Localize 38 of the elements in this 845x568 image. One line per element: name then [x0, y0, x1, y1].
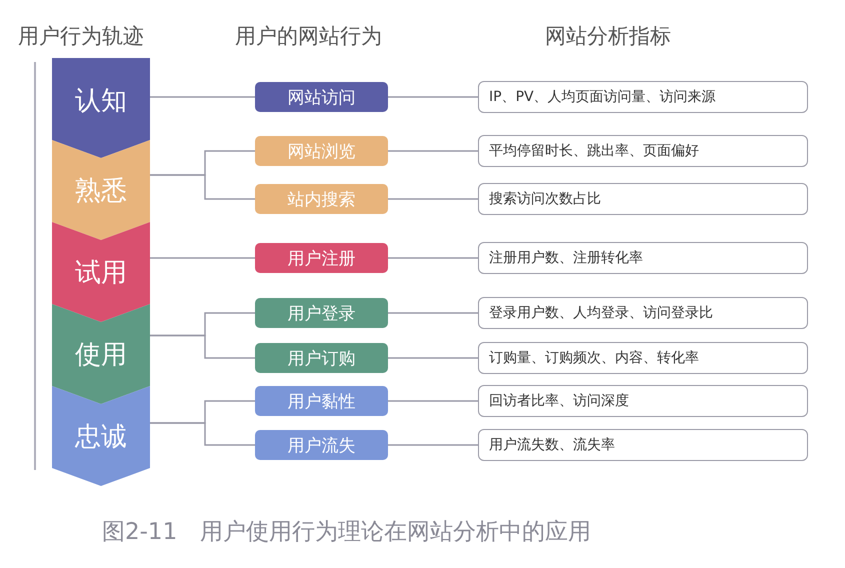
behavior-box: 站内搜索	[255, 184, 388, 214]
connector-line	[388, 150, 478, 152]
figure-caption: 图2-11 用户使用行为理论在网站分析中的应用	[102, 518, 592, 547]
connector-line	[150, 422, 255, 446]
connector-line	[388, 357, 478, 359]
stage-block: 忠诚	[52, 386, 150, 486]
metric-box: 注册用户数、注册转化率	[478, 242, 808, 274]
connector-line	[388, 96, 478, 98]
behavior-box: 用户黏性	[255, 386, 388, 416]
stage-block: 认知	[52, 58, 150, 158]
connector-line	[150, 174, 255, 200]
metric-box: IP、PV、人均页面访问量、访问来源	[478, 81, 808, 113]
behavior-box: 用户登录	[255, 298, 388, 328]
connector-line	[388, 312, 478, 314]
metric-box: 登录用户数、人均登录、访问登录比	[478, 297, 808, 329]
behavior-box: 网站访问	[255, 82, 388, 112]
connector-line	[150, 96, 255, 98]
connector-line	[388, 198, 478, 200]
column-heading: 用户行为轨迹	[18, 23, 144, 50]
metric-box: 回访者比率、访问深度	[478, 385, 808, 417]
stage-block: 使用	[52, 304, 150, 404]
connector-line	[388, 444, 478, 446]
metric-box: 搜索访问次数占比	[478, 183, 808, 215]
behavior-box: 用户流失	[255, 430, 388, 460]
column-heading: 用户的网站行为	[235, 23, 382, 50]
behavior-box: 网站浏览	[255, 136, 388, 166]
metric-box: 用户流失数、流失率	[478, 429, 808, 461]
connector-line	[150, 257, 255, 259]
metric-box: 平均停留时长、跳出率、页面偏好	[478, 135, 808, 167]
connector-line	[150, 334, 255, 359]
behavior-box: 用户注册	[255, 243, 388, 273]
metric-box: 订购量、订购频次、内容、转化率	[478, 342, 808, 374]
behavior-box: 用户订购	[255, 343, 388, 373]
connector-line	[388, 400, 478, 402]
column-heading: 网站分析指标	[545, 23, 671, 50]
stage-block: 熟悉	[52, 140, 150, 240]
stage-block: 试用	[52, 222, 150, 322]
connector-line	[388, 257, 478, 259]
